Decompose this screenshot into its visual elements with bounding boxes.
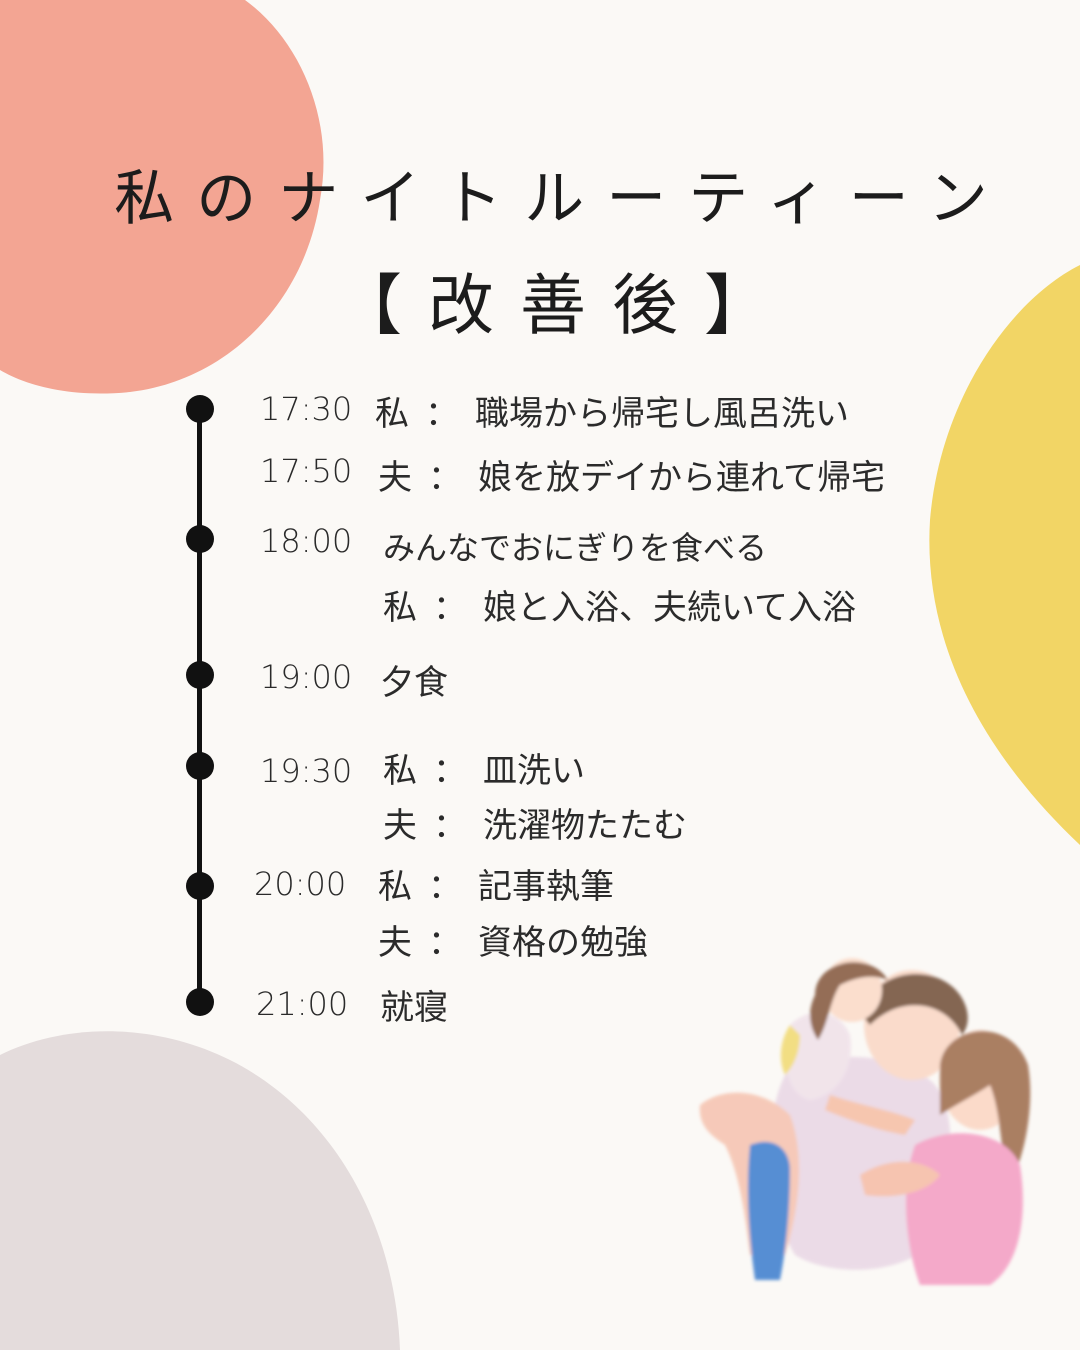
time-label: 17:30 [260, 390, 353, 428]
schedule-entry: 夕食 [380, 655, 448, 704]
timeline-dot-2000 [186, 872, 214, 900]
entry-person: 私 [378, 867, 412, 907]
schedule-entry: 就寝 [380, 980, 448, 1029]
schedule-entry: 私 ： 皿洗い [383, 743, 585, 792]
entry-separator: ： [425, 394, 459, 434]
entry-text: 夕食 [380, 663, 448, 703]
time-label: 21:00 [256, 985, 349, 1023]
entry-text: 就寝 [380, 988, 448, 1028]
family-illustration [699, 958, 1031, 1285]
timeline-dot-1930 [186, 752, 214, 780]
timeline-dot-1900 [186, 661, 214, 689]
entry-separator: ： [433, 806, 467, 846]
schedule-entry: 夫 ： 洗濯物たたむ [383, 798, 687, 847]
schedule-entry: 私 ： 娘と入浴、夫続いて入浴 [383, 580, 856, 629]
schedule-entry: 私 ： 記事執筆 [378, 859, 614, 908]
entry-text: 娘を放デイから連れて帰宅 [478, 458, 885, 498]
schedule-entry: 夫 ： 資格の勉強 [378, 915, 648, 964]
page-title: 私のナイトルーティーン [114, 164, 1010, 234]
timeline-dot-1800 [186, 525, 214, 553]
entry-text: 皿洗い [483, 751, 585, 791]
entry-person: 夫 [378, 458, 412, 498]
schedule-entry: 夫 ： 娘を放デイから連れて帰宅 [378, 450, 885, 499]
entry-person: 夫 [378, 923, 412, 963]
entry-text: みんなでおにぎりを食べる [383, 529, 768, 567]
entry-text: 職場から帰宅し風呂洗い [475, 394, 849, 434]
yellow-blob [929, 265, 1080, 845]
schedule-entry: 私 ： 職場から帰宅し風呂洗い [375, 386, 849, 435]
entry-separator: ： [428, 867, 462, 907]
entry-text: 洗濯物たたむ [483, 806, 687, 846]
entry-text: 資格の勉強 [478, 923, 648, 963]
entry-separator: ： [433, 751, 467, 791]
entry-text: 記事執筆 [478, 867, 614, 907]
time-label: 20:00 [254, 865, 347, 903]
timeline-dot-2100 [186, 988, 214, 1016]
entry-separator: ： [428, 458, 462, 498]
entry-text: 娘と入浴、夫続いて入浴 [483, 588, 856, 628]
timeline-dot-1730 [186, 395, 214, 423]
entry-separator: ： [428, 923, 462, 963]
time-label: 19:30 [260, 752, 353, 790]
time-label: 19:00 [260, 658, 353, 696]
time-label: 18:00 [260, 522, 353, 560]
grey-blob [0, 1031, 400, 1350]
entry-person: 私 [375, 394, 409, 434]
salmon-blob [0, 0, 324, 394]
entry-person: 私 [383, 588, 417, 628]
entry-separator: ： [433, 588, 467, 628]
page-subtitle: 【改善後】 [336, 267, 796, 344]
entry-person: 私 [383, 751, 417, 791]
entry-person: 夫 [383, 806, 417, 846]
schedule-entry: みんなでおにぎりを食べる [383, 523, 767, 569]
time-label: 17:50 [260, 452, 353, 490]
timeline-line [197, 405, 202, 1003]
